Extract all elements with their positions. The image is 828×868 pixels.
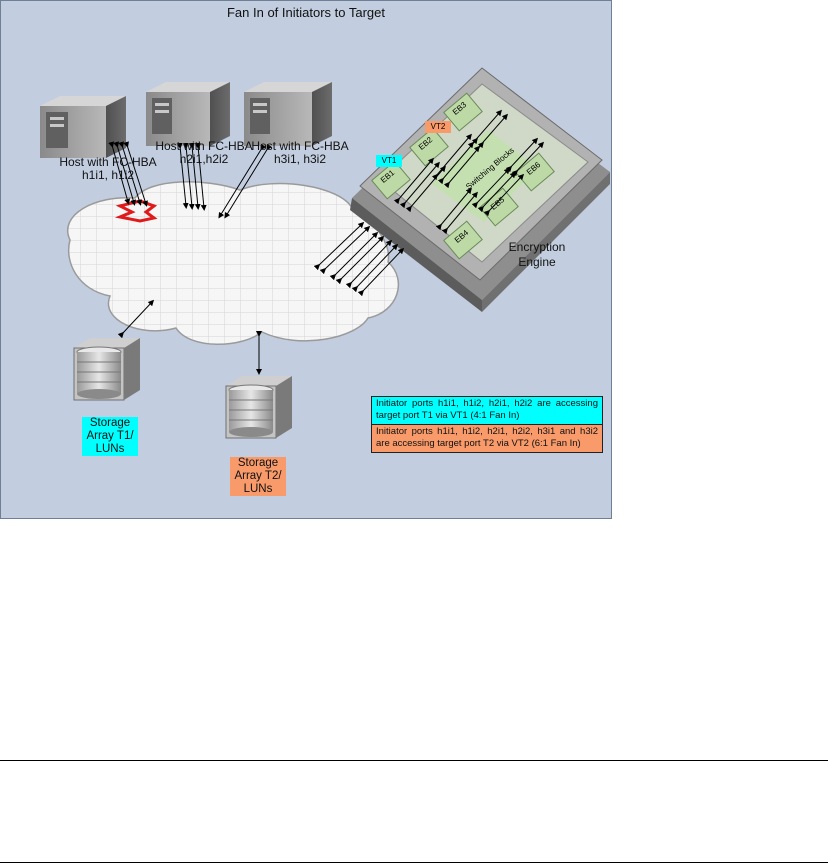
- storage-t2-label: Storage Array T2/ LUNs: [230, 457, 286, 496]
- host-fabric-links: [108, 141, 273, 219]
- server-host-3: [244, 82, 332, 146]
- diagram-title: Fan In of Initiators to Target: [226, 5, 385, 20]
- fan-in-legend: Initiator ports h1i1, h1i2, h2i1, h2i2 a…: [371, 396, 603, 453]
- vt1-tag: VT1: [376, 155, 402, 167]
- host-2-label: Host with FC-HBA h2i1,h2i2: [155, 139, 253, 166]
- divider-top: [0, 760, 828, 761]
- divider-bottom: [0, 862, 828, 863]
- engine-internal-links: [393, 109, 545, 235]
- storage-array-t2: [225, 376, 292, 439]
- diagram-canvas: [0, 0, 612, 519]
- encryption-engine-label: Encryption Engine: [508, 240, 566, 269]
- host-1-label: Host with FC-HBA h1i1, h1i2: [59, 155, 157, 182]
- vt2-tag: VT2: [425, 121, 451, 133]
- legend-vt1: Initiator ports h1i1, h1i2, h2i1, h2i2 a…: [372, 397, 602, 425]
- server-host-2: [146, 82, 230, 146]
- storage-links: [117, 299, 262, 375]
- fan-in-diagram: Fan In of Initiators to Target Host with…: [0, 0, 612, 519]
- storage-t1-label: Storage Array T1/ LUNs: [82, 417, 138, 456]
- storage-array-t1: [73, 338, 140, 401]
- legend-vt2: Initiator ports h1i1, h1i2, h2i1, h2i2, …: [372, 425, 602, 452]
- host-3-label: Host with FC-HBA h3i1, h3i2: [251, 139, 349, 166]
- fabric-engine-links: [313, 221, 405, 297]
